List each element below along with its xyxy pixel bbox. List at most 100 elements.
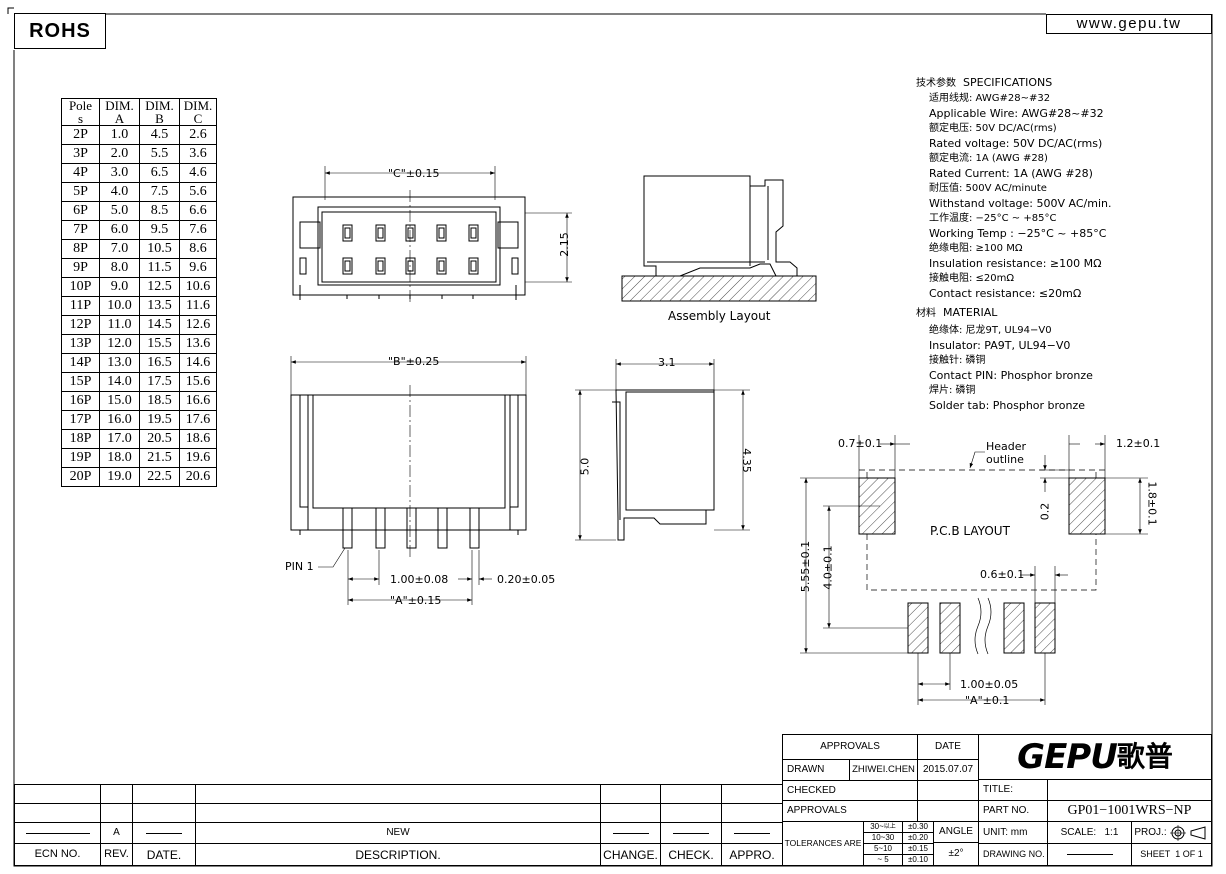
table-cell: 9.0: [99, 277, 140, 297]
pcb-07-label: 0.7±0.1: [838, 437, 883, 450]
spec-wv-cn: 耐压值: 500V AC/minute: [929, 183, 1047, 194]
table-cell: 1.0: [99, 125, 140, 145]
pcb-pitch-label: 1.00±0.05: [960, 678, 1019, 691]
header-line: C: [193, 111, 203, 126]
angle-value: ±2°: [933, 842, 979, 866]
spec-volt-en: Rated voltage: 50V DC/AC(rms): [929, 137, 1103, 150]
table-cell: 20P: [61, 467, 100, 487]
rev-blank-11: [195, 803, 601, 823]
table-cell: 11.0: [99, 315, 140, 335]
spec-title-en: SPECIFICATIONS: [963, 76, 1053, 89]
table-cell: 14P: [61, 353, 100, 373]
approvals-date: [917, 800, 979, 822]
table-cell: 13.0: [99, 353, 140, 373]
spec-tab-en: Solder tab: Phosphor bronze: [929, 399, 1086, 412]
ecn-no-header: ECN NO.: [14, 843, 101, 866]
pitch-label: 1.00±0.08: [390, 573, 449, 586]
front-view: [290, 356, 527, 605]
table-cell: 22.5: [139, 467, 180, 487]
width-31-label: 3.1: [658, 356, 676, 369]
pcb-18-label: 1.8±0.1: [1145, 481, 1159, 526]
sheet-cell: SHEET 1 OF 1: [1131, 843, 1212, 866]
table-cell: 17P: [61, 410, 100, 430]
unit-label: UNIT: mm: [978, 821, 1048, 844]
spec-wire-en: Applicable Wire: AWG#28~#32: [929, 107, 1104, 120]
spec-curr-en: Rated Current: 1A (AWG #28): [929, 167, 1093, 180]
material-title-en: MATERIAL: [943, 306, 998, 319]
rohs-badge: ROHS: [14, 13, 106, 49]
checked-date: [917, 780, 979, 801]
rev-blank-9: [100, 803, 133, 823]
rev-blank-5: [600, 784, 661, 804]
material-title-cn: 材料: [916, 308, 936, 319]
table-cell: 19.0: [99, 467, 140, 487]
drawn-date: 2015.07.07: [917, 759, 979, 781]
checked-label: CHECKED: [782, 780, 918, 801]
date-col-header: DATE: [917, 734, 979, 760]
table-cell: 9P: [61, 258, 100, 278]
spec-tab-cn: 焊片: 磷铜: [929, 385, 976, 396]
header-line: B: [155, 111, 164, 126]
rev-description-value: NEW: [195, 822, 601, 844]
spec-wv-en: Withstand voltage: 500V AC/min.: [929, 197, 1112, 210]
tol-value-4: ±0.10: [902, 854, 934, 866]
pcb-02-label: 0.2: [1038, 502, 1052, 521]
pcb-outline-label: outline: [986, 453, 1024, 466]
rev-change-cell: [600, 822, 661, 844]
top-view: [292, 166, 572, 305]
rev-blank-12: [600, 803, 661, 823]
title-label: TITLE:: [978, 779, 1048, 801]
pcb-555-label: 5.55±0.1: [799, 540, 813, 593]
tol-range-4: ~ 5: [863, 854, 903, 866]
approvals-header: APPROVALS: [782, 734, 918, 760]
spec-insu-en: Insulator: PA9T, UL94−V0: [929, 339, 1071, 352]
spec-insu-cn: 绝缘体: 尼龙9T, UL94−V0: [929, 325, 1052, 336]
header-line: Pole: [68, 98, 93, 113]
spec-volt-cn: 额定电压: 50V DC/AC(rms): [929, 123, 1057, 134]
angle-label: ANGLE: [933, 821, 979, 843]
scale-cell: SCALE: 1:1: [1047, 821, 1132, 844]
scale-label: SCALE:: [1060, 826, 1097, 838]
table-cell: 5.6: [179, 182, 217, 202]
table-cell: 13.5: [139, 296, 180, 316]
spec-title-cn: 技术参数: [916, 78, 956, 89]
table-cell: 13.6: [179, 334, 217, 354]
table-header-cell: DIM.B: [139, 98, 180, 126]
table-cell: 11.6: [179, 296, 217, 316]
pcb-header-label: Header: [986, 440, 1027, 453]
rev-blank-13: [660, 803, 722, 823]
height-435-label: 4.35: [739, 448, 753, 473]
pcb-layout: [800, 435, 1148, 705]
table-cell: 15.6: [179, 372, 217, 392]
date-header: DATE.: [132, 843, 196, 866]
table-cell: 17.0: [99, 429, 140, 449]
drawn-by: ZHIWEI.CHEN: [849, 759, 918, 781]
rev-blank-4: [195, 784, 601, 804]
table-cell: 2P: [61, 125, 100, 145]
table-cell: 17.6: [179, 410, 217, 430]
tolerances-label: TOLERANCES ARE: [782, 821, 864, 866]
spec-wire-cn: 适用线规: AWG#28~#32: [929, 93, 1051, 104]
pcb-40-label: 4.0±0.1: [821, 545, 835, 590]
table-cell: 10.6: [179, 277, 217, 297]
rev-header: REV.: [100, 843, 133, 866]
header-line: DIM.: [105, 98, 134, 113]
scale-value: 1:1: [1104, 826, 1119, 838]
company-logo: GEPU 歌普: [978, 734, 1212, 780]
table-header-cell: DIM.A: [99, 98, 140, 126]
spec-con-cn: 接触电阻: ≤20mΩ: [929, 273, 1015, 284]
rev-ecn-cell: [14, 822, 101, 844]
